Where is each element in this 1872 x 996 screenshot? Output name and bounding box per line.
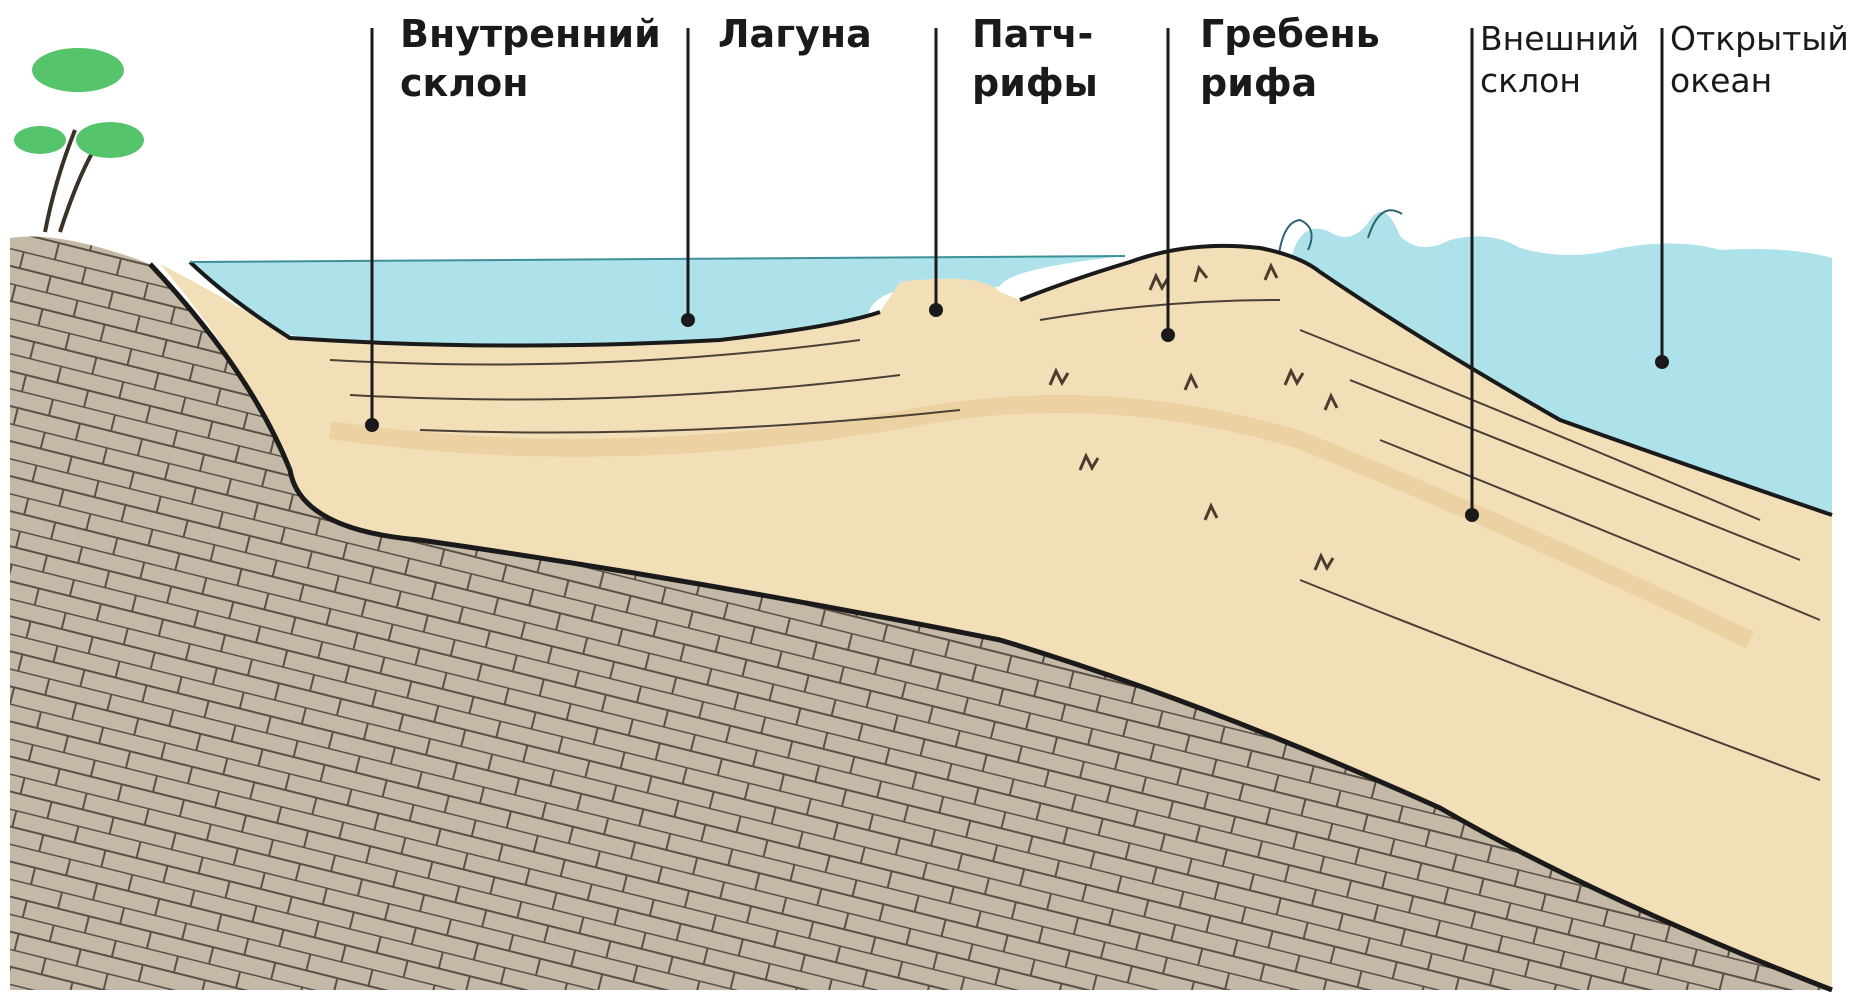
- label-reef-crest-line2: рифа: [1200, 59, 1380, 108]
- label-reef-crest: Гребень рифа: [1200, 10, 1380, 107]
- label-patch-reefs: Патч- рифы: [972, 10, 1098, 107]
- label-patch-reefs-line2: рифы: [972, 59, 1098, 108]
- label-outer-slope-line1: Внешний: [1480, 18, 1639, 60]
- label-lagoon: Лагуна: [718, 10, 872, 59]
- label-inner-slope-line1: Внутренний: [400, 10, 661, 59]
- label-open-ocean-line1: Открытый: [1670, 18, 1849, 60]
- label-open-ocean: Открытый океан: [1670, 18, 1849, 102]
- label-inner-slope-line2: склон: [400, 59, 661, 108]
- label-inner-slope: Внутренний склон: [400, 10, 661, 107]
- label-open-ocean-line2: океан: [1670, 60, 1849, 102]
- label-outer-slope-line2: склон: [1480, 60, 1639, 102]
- palm-tree-icon: [14, 48, 144, 232]
- label-reef-crest-line1: Гребень: [1200, 10, 1380, 59]
- label-outer-slope: Внешний склон: [1480, 18, 1639, 102]
- label-lagoon-line1: Лагуна: [718, 10, 872, 59]
- label-patch-reefs-line1: Патч-: [972, 10, 1098, 59]
